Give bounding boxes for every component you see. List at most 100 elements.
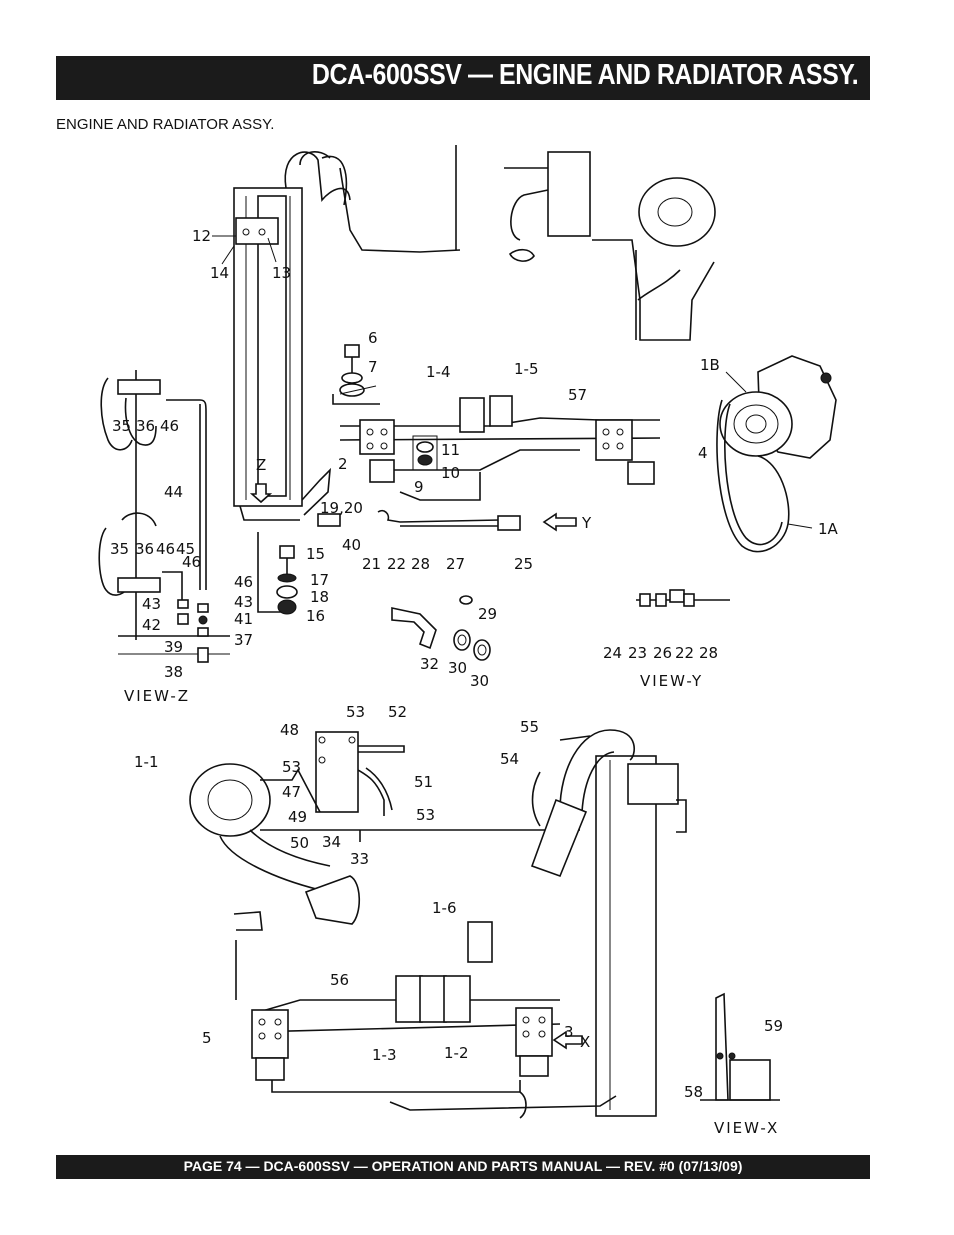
pipe-27 <box>317 509 577 532</box>
callout-30a: 30 <box>448 659 467 677</box>
callout-1-3: 1-3 <box>372 1046 397 1064</box>
callout-46a: 46 <box>160 417 179 435</box>
engine-mount-bar <box>339 395 661 501</box>
callout-18: 18 <box>310 588 329 606</box>
callout-29: 29 <box>478 605 497 623</box>
callout-1-1: 1-1 <box>134 753 159 771</box>
callout-54: 54 <box>500 750 519 768</box>
view-y-label: VIEW-Y <box>640 672 703 690</box>
callout-30b: 30 <box>470 672 489 690</box>
callout-4: 4 <box>698 444 708 462</box>
callout-41: 41 <box>234 610 253 628</box>
callout-3: 3 <box>564 1023 574 1041</box>
callout-16: 16 <box>306 607 325 625</box>
callout-57: 57 <box>568 386 587 404</box>
callout-1-2: 1-2 <box>444 1044 469 1062</box>
callout-38: 38 <box>164 663 183 681</box>
callout-58: 58 <box>684 1083 703 1101</box>
section-label: ENGINE AND RADIATOR ASSY. <box>56 116 275 133</box>
footer-bar: PAGE 74 — DCA-600SSV — OPERATION AND PAR… <box>56 1155 870 1179</box>
bolt-15-18 <box>249 483 298 615</box>
callout-y: Y <box>581 514 592 532</box>
callout-37: 37 <box>234 631 253 649</box>
view-y-assembly <box>636 589 730 607</box>
callout-51: 51 <box>414 773 433 791</box>
callout-6: 6 <box>368 329 378 347</box>
callout-43a: 43 <box>142 595 161 613</box>
callout-1b: 1B <box>700 356 720 374</box>
callout-14: 14 <box>210 264 229 282</box>
view-z-label: VIEW-Z <box>124 687 190 705</box>
callout-44: 44 <box>164 483 183 501</box>
washer-10-11 <box>412 435 438 471</box>
callout-1-6: 1-6 <box>432 899 457 917</box>
callout-50: 50 <box>290 834 309 852</box>
callout-24: 24 <box>603 644 622 662</box>
callout-27: 27 <box>446 555 465 573</box>
callout-17: 17 <box>310 571 329 589</box>
callout-53c: 53 <box>416 806 435 824</box>
callout-28b: 28 <box>699 644 718 662</box>
parts-29-32-30 <box>391 595 491 661</box>
callout-2: 2 <box>338 455 348 473</box>
callout-47: 47 <box>282 783 301 801</box>
title-bar: DCA-600SSV — ENGINE AND RADIATOR ASSY. <box>56 56 870 100</box>
callout-59: 59 <box>764 1017 783 1035</box>
alternator <box>716 355 837 553</box>
callout-15: 15 <box>306 545 325 563</box>
callout-46c: 46 <box>182 553 201 571</box>
callout-5: 5 <box>202 1029 212 1047</box>
bolt-6-7 <box>332 344 380 405</box>
callout-49: 49 <box>288 808 307 826</box>
callout-12: 12 <box>192 227 211 245</box>
callout-36a: 36 <box>136 417 155 435</box>
view-x-label: VIEW-X <box>714 1119 779 1137</box>
bracket-12 <box>212 217 279 265</box>
callout-7: 7 <box>368 358 378 376</box>
callout-40: 40 <box>342 536 361 554</box>
callout-26: 26 <box>653 644 672 662</box>
callout-1a: 1A <box>818 520 839 538</box>
callout-43b: 43 <box>234 593 253 611</box>
lower-callouts: 48 53 52 55 54 1-1 53 47 51 49 53 50 34 … <box>134 703 783 1137</box>
callout-22: 22 <box>387 555 406 573</box>
callout-19-20: 19,20 <box>320 499 363 517</box>
callout-22b: 22 <box>675 644 694 662</box>
callout-z: Z <box>256 456 266 474</box>
lower-assembly <box>189 729 780 1119</box>
callout-1-5: 1-5 <box>514 360 539 378</box>
callout-28: 28 <box>411 555 430 573</box>
callout-9: 9 <box>414 478 424 496</box>
callout-46b: 46 <box>156 540 175 558</box>
callout-21: 21 <box>362 555 381 573</box>
page-title: DCA-600SSV — ENGINE AND RADIATOR ASSY. <box>311 59 859 91</box>
callout-39: 39 <box>164 638 183 656</box>
page-footer: PAGE 74 — DCA-600SSV — OPERATION AND PAR… <box>183 1158 743 1174</box>
callout-11: 11 <box>441 441 460 459</box>
callout-13: 13 <box>272 264 291 282</box>
callout-35b: 35 <box>110 540 129 558</box>
callout-56: 56 <box>330 971 349 989</box>
callout-48: 48 <box>280 721 299 739</box>
callout-25: 25 <box>514 555 533 573</box>
callout-55: 55 <box>520 718 539 736</box>
callout-53b: 53 <box>282 758 301 776</box>
callout-34: 34 <box>322 833 341 851</box>
callout-23: 23 <box>628 644 647 662</box>
callout-10: 10 <box>441 464 460 482</box>
callout-36b: 36 <box>135 540 154 558</box>
callout-32: 32 <box>420 655 439 673</box>
callout-1-4: 1-4 <box>426 363 451 381</box>
callout-42: 42 <box>142 616 161 634</box>
callout-45: 45 <box>176 540 195 558</box>
view-z-assembly <box>98 370 230 663</box>
callout-52: 52 <box>388 703 407 721</box>
upper-callouts: 12 14 13 6 7 1-4 1-5 57 1B 2 11 10 9 4 Z… <box>110 227 839 705</box>
callout-53a: 53 <box>346 703 365 721</box>
callout-35a: 35 <box>112 417 131 435</box>
callout-46d: 46 <box>234 573 253 591</box>
callout-33: 33 <box>350 850 369 868</box>
callout-x: X <box>580 1033 590 1051</box>
engine-outline-upper <box>455 145 716 341</box>
